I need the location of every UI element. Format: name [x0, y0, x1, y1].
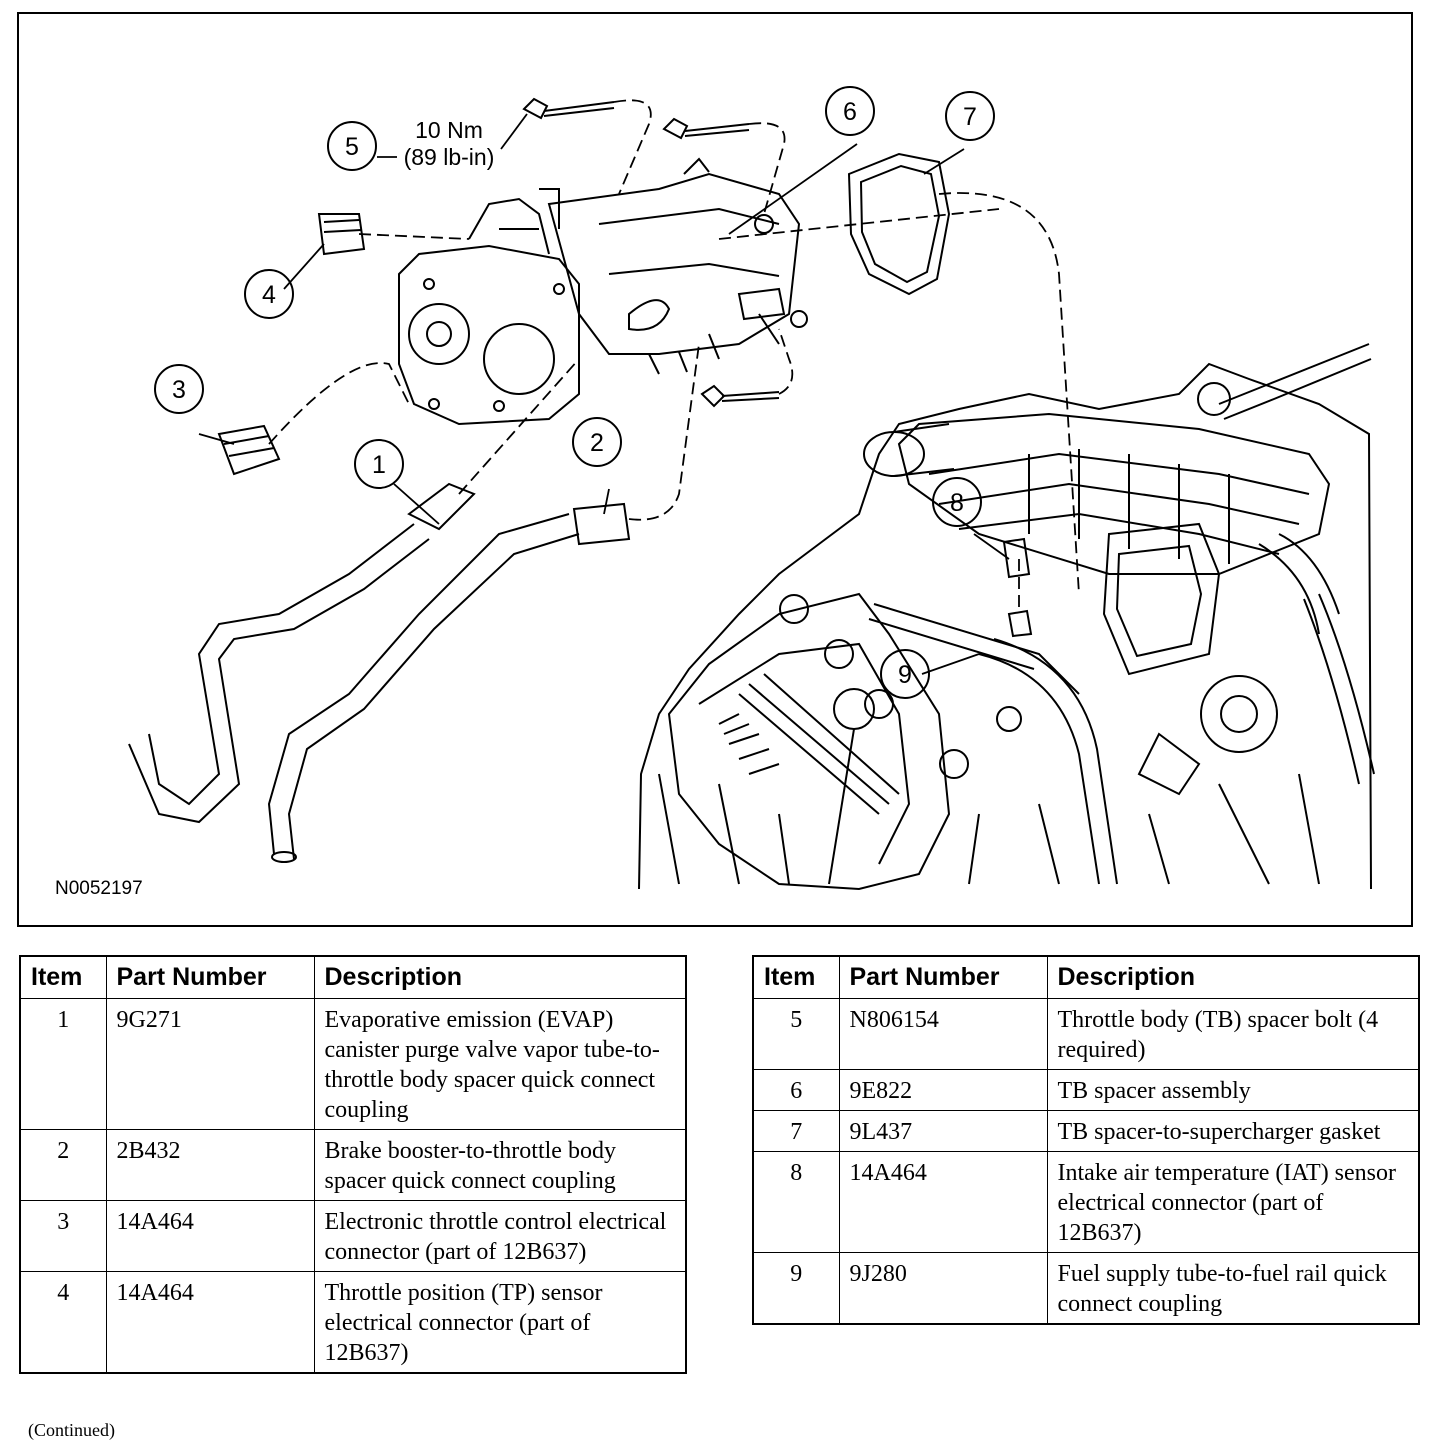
figure-id: N0052197 — [55, 878, 143, 899]
item-number: 5 — [752, 998, 840, 1070]
part-description: TB spacer assembly — [1046, 1069, 1420, 1111]
part-number: 9G271 — [105, 998, 315, 1130]
header-description: Description — [313, 955, 687, 999]
part-description: Intake air temperature (IAT) sensor elec… — [1046, 1151, 1420, 1253]
part-description: Evaporative emission (EVAP) canister pur… — [313, 998, 687, 1130]
part-description: Brake booster-to-throttle body spacer qu… — [313, 1129, 687, 1201]
table-row: 4 14A464 Throttle position (TP) sensor e… — [19, 1271, 687, 1374]
parts-table-left: Item Part Number Description 1 9G271 Eva… — [19, 955, 687, 1374]
torque-metric: 10 Nm — [415, 117, 483, 143]
part-number: 14A464 — [105, 1200, 315, 1272]
table-header-row: Item Part Number Description — [19, 955, 687, 999]
table-header-row: Item Part Number Description — [752, 955, 1420, 999]
part-description: TB spacer-to-supercharger gasket — [1046, 1110, 1420, 1152]
torque-imperial: (89 lb-in) — [404, 144, 495, 170]
part-description: Throttle body (TB) spacer bolt (4 requir… — [1046, 998, 1420, 1070]
part-description: Throttle position (TP) sensor electrical… — [313, 1271, 687, 1374]
header-item: Item — [19, 955, 107, 999]
exploded-view-drawing: 1 2 3 4 5 6 7 8 9 10 Nm (89 lb-in) — [128, 86, 1375, 891]
callout-label-9: 9 — [898, 661, 912, 689]
continued-note: (Continued) — [28, 1420, 115, 1440]
item-number: 4 — [19, 1271, 107, 1374]
callout-8 — [932, 477, 982, 527]
throttle-body-assembly — [398, 157, 808, 426]
callout-5 — [327, 121, 377, 171]
item-number: 8 — [752, 1151, 840, 1253]
table-row: 2 2B432 Brake booster-to-throttle body s… — [19, 1129, 687, 1201]
vacuum-hoses — [128, 482, 631, 863]
assembly-lines — [268, 99, 1080, 612]
callout-circles — [154, 86, 995, 699]
engine-assembly — [638, 343, 1375, 891]
item-number: 1 — [19, 998, 107, 1130]
callout-7 — [945, 91, 995, 141]
item-number: 2 — [19, 1129, 107, 1201]
part-number: 14A464 — [105, 1271, 315, 1374]
callout-label-4: 4 — [262, 281, 276, 309]
callout-2 — [572, 417, 622, 467]
table-row: 8 14A464 Intake air temperature (IAT) se… — [752, 1151, 1420, 1253]
part-description: Electronic throttle control electrical c… — [313, 1200, 687, 1272]
electrical-connectors — [217, 213, 1033, 638]
table-row: 3 14A464 Electronic throttle control ele… — [19, 1200, 687, 1272]
callout-label-8: 8 — [950, 489, 964, 517]
callout-label-6: 6 — [843, 98, 857, 126]
part-number: 9J280 — [838, 1252, 1048, 1325]
parts-table-right: Item Part Number Description 5 N806154 T… — [752, 955, 1420, 1325]
table-row: 1 9G271 Evaporative emission (EVAP) cani… — [19, 998, 687, 1130]
spacer-bolts — [522, 97, 780, 408]
table-row: 7 9L437 TB spacer-to-supercharger gasket — [752, 1110, 1420, 1152]
callout-label-5: 5 — [345, 133, 359, 161]
callout-6 — [825, 86, 875, 136]
part-number: 14A464 — [838, 1151, 1048, 1253]
header-item: Item — [752, 955, 840, 999]
part-number: 2B432 — [105, 1129, 315, 1201]
table-row: 6 9E822 TB spacer assembly — [752, 1069, 1420, 1111]
part-number: 9E822 — [838, 1069, 1048, 1111]
header-description: Description — [1046, 955, 1420, 999]
table-row: 9 9J280 Fuel supply tube-to-fuel rail qu… — [752, 1252, 1420, 1325]
item-number: 6 — [752, 1069, 840, 1111]
callout-9 — [880, 649, 930, 699]
leader-lines — [198, 113, 1010, 675]
part-number: N806154 — [838, 998, 1048, 1070]
header-part-number: Part Number — [838, 955, 1048, 999]
part-description: Fuel supply tube-to-fuel rail quick conn… — [1046, 1252, 1420, 1325]
item-number: 3 — [19, 1200, 107, 1272]
callout-label-1: 1 — [372, 451, 386, 479]
table-row: 5 N806154 Throttle body (TB) spacer bolt… — [752, 998, 1420, 1070]
callout-label-3: 3 — [172, 376, 186, 404]
callout-label-7: 7 — [963, 103, 977, 131]
callout-4 — [244, 269, 294, 319]
spacer-gasket — [847, 152, 951, 296]
header-part-number: Part Number — [105, 955, 315, 999]
callout-label-2: 2 — [590, 429, 604, 457]
item-number: 9 — [752, 1252, 840, 1325]
item-number: 7 — [752, 1110, 840, 1152]
callout-1 — [354, 439, 404, 489]
part-number: 9L437 — [838, 1110, 1048, 1152]
figure-frame: 1 2 3 4 5 6 7 8 9 10 Nm (89 lb-in) N0052… — [17, 12, 1413, 927]
callout-3 — [154, 364, 204, 414]
